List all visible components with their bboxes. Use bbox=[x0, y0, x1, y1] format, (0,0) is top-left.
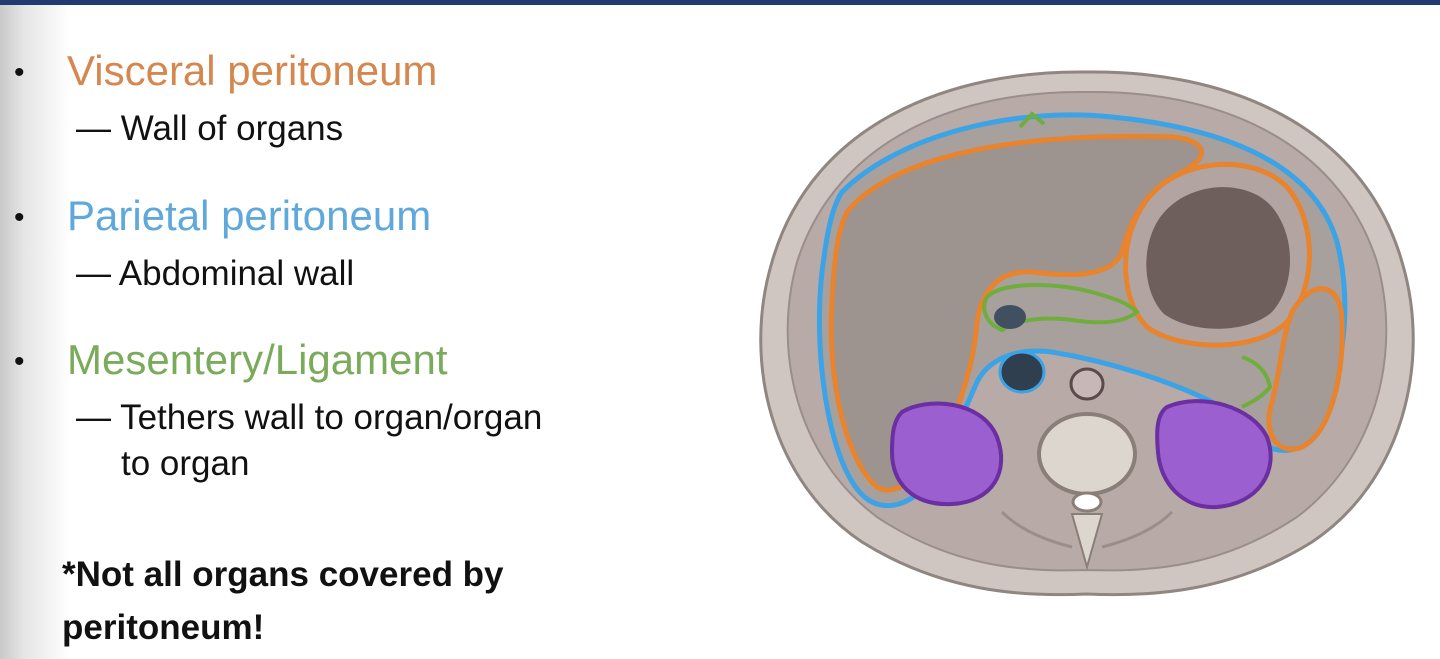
left-kidney bbox=[1155, 399, 1273, 510]
gastrosplenic-ligament bbox=[1241, 355, 1273, 409]
heading-mesentery-ligament: Mesentery/Ligament bbox=[67, 336, 448, 383]
portal-vein bbox=[994, 305, 1026, 329]
left-edge-shading bbox=[0, 5, 70, 659]
detail-visceral-peritoneum: — Wall of organs bbox=[76, 109, 344, 148]
bullet-dot: • bbox=[14, 201, 25, 234]
back-muscle-left bbox=[1000, 510, 1073, 549]
spleen bbox=[1266, 286, 1345, 452]
right-kidney bbox=[889, 401, 1004, 507]
spinal-canal bbox=[1071, 491, 1103, 513]
bullet-dot: • bbox=[14, 345, 25, 378]
aorta bbox=[1069, 367, 1105, 401]
heading-parietal-peritoneum: Parietal peritoneum bbox=[67, 192, 432, 239]
inferior-vena-cava bbox=[998, 350, 1046, 394]
back-muscle-right bbox=[1101, 510, 1174, 549]
bullet-list: • Visceral peritoneum — Wall of organs •… bbox=[0, 0, 700, 659]
cross-section-svg bbox=[759, 70, 1415, 597]
lesser-omentum bbox=[982, 283, 1140, 333]
falciform-ligament bbox=[1018, 111, 1046, 129]
liver bbox=[828, 133, 1205, 493]
detail-mesentery-ligament-line2: to organ bbox=[121, 444, 250, 483]
top-rule bbox=[0, 0, 1440, 5]
stomach-lumen bbox=[1146, 187, 1291, 329]
vertebral-body bbox=[1037, 412, 1137, 496]
detail-parietal-peritoneum: — Abdominal wall bbox=[76, 254, 355, 293]
spinous-process bbox=[1070, 513, 1104, 571]
bullet-dot: • bbox=[14, 56, 25, 89]
footnote-line1: *Not all organs covered by bbox=[62, 555, 504, 594]
abdomen-cross-section-illustration bbox=[752, 62, 1422, 602]
detail-mesentery-ligament-line1: — Tethers wall to organ/organ bbox=[76, 398, 543, 437]
footnote: *Not all organs covered by peritoneum! bbox=[62, 548, 622, 654]
heading-visceral-peritoneum: Visceral peritoneum bbox=[67, 47, 438, 94]
footnote-line2: peritoneum! bbox=[62, 608, 265, 647]
